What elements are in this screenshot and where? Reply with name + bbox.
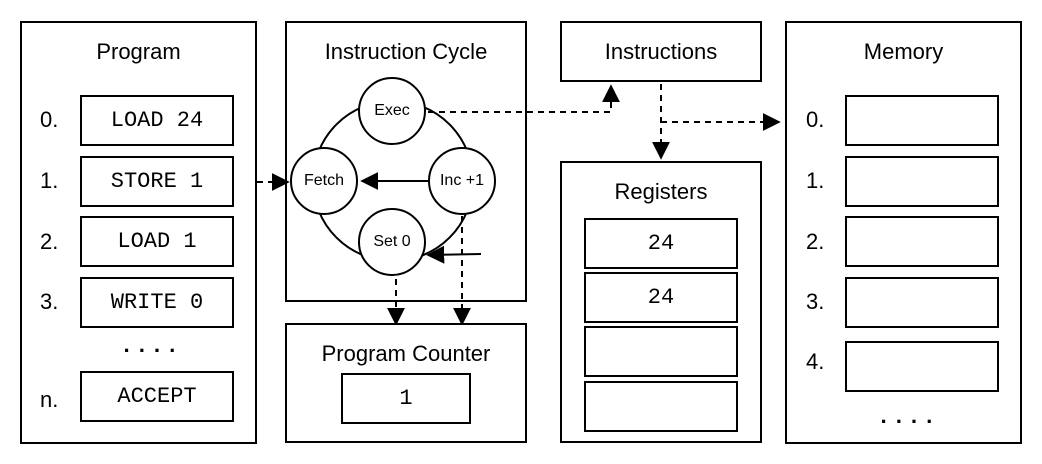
exec-node: Exec bbox=[358, 77, 426, 145]
instruction-cycle-title: Instruction Cycle bbox=[324, 39, 488, 64]
program-index: 2. bbox=[40, 229, 59, 254]
program-index: 0. bbox=[40, 107, 59, 132]
fetch-node: Fetch bbox=[290, 147, 358, 215]
program-ellipsis: .... bbox=[120, 334, 181, 359]
memory-index: 0. bbox=[806, 107, 825, 132]
register-cell bbox=[584, 326, 738, 377]
memory-cell bbox=[845, 95, 999, 146]
program-index: 1. bbox=[40, 168, 59, 193]
instruction-cycle-panel: Instruction Cycle bbox=[285, 21, 527, 302]
register-cell bbox=[584, 381, 738, 432]
registers-title: Registers bbox=[614, 179, 708, 204]
memory-cell bbox=[845, 341, 999, 392]
program-title: Program bbox=[96, 39, 181, 64]
program-index: 3. bbox=[40, 289, 59, 314]
program-index: n. bbox=[40, 387, 59, 412]
program-instruction: LOAD 24 bbox=[80, 95, 234, 146]
memory-cell bbox=[845, 216, 999, 267]
program-counter-value: 1 bbox=[341, 373, 471, 424]
arrow-reset-to-set bbox=[426, 245, 482, 264]
instructions-box: Instructions bbox=[560, 21, 762, 82]
program-instruction: STORE 1 bbox=[80, 156, 234, 207]
memory-title: Memory bbox=[863, 39, 944, 64]
program-instruction: ACCEPT bbox=[80, 371, 234, 422]
register-cell: 24 bbox=[584, 218, 738, 269]
memory-cell bbox=[845, 156, 999, 207]
program-instruction: WRITE 0 bbox=[80, 277, 234, 328]
inc-node: Inc +1 bbox=[428, 147, 496, 215]
memory-cell bbox=[845, 277, 999, 328]
register-cell: 24 bbox=[584, 272, 738, 323]
program-counter-title: Program Counter bbox=[321, 341, 491, 366]
set-node: Set 0 bbox=[358, 208, 426, 276]
memory-index: 3. bbox=[806, 289, 825, 314]
memory-index: 2. bbox=[806, 229, 825, 254]
arrow-exec-to-instructions bbox=[428, 84, 620, 113]
memory-ellipsis: .... bbox=[877, 405, 938, 430]
instructions-title: Instructions bbox=[604, 39, 718, 64]
program-instruction: LOAD 1 bbox=[80, 216, 234, 267]
memory-index: 4. bbox=[806, 349, 825, 374]
memory-index: 1. bbox=[806, 168, 825, 193]
